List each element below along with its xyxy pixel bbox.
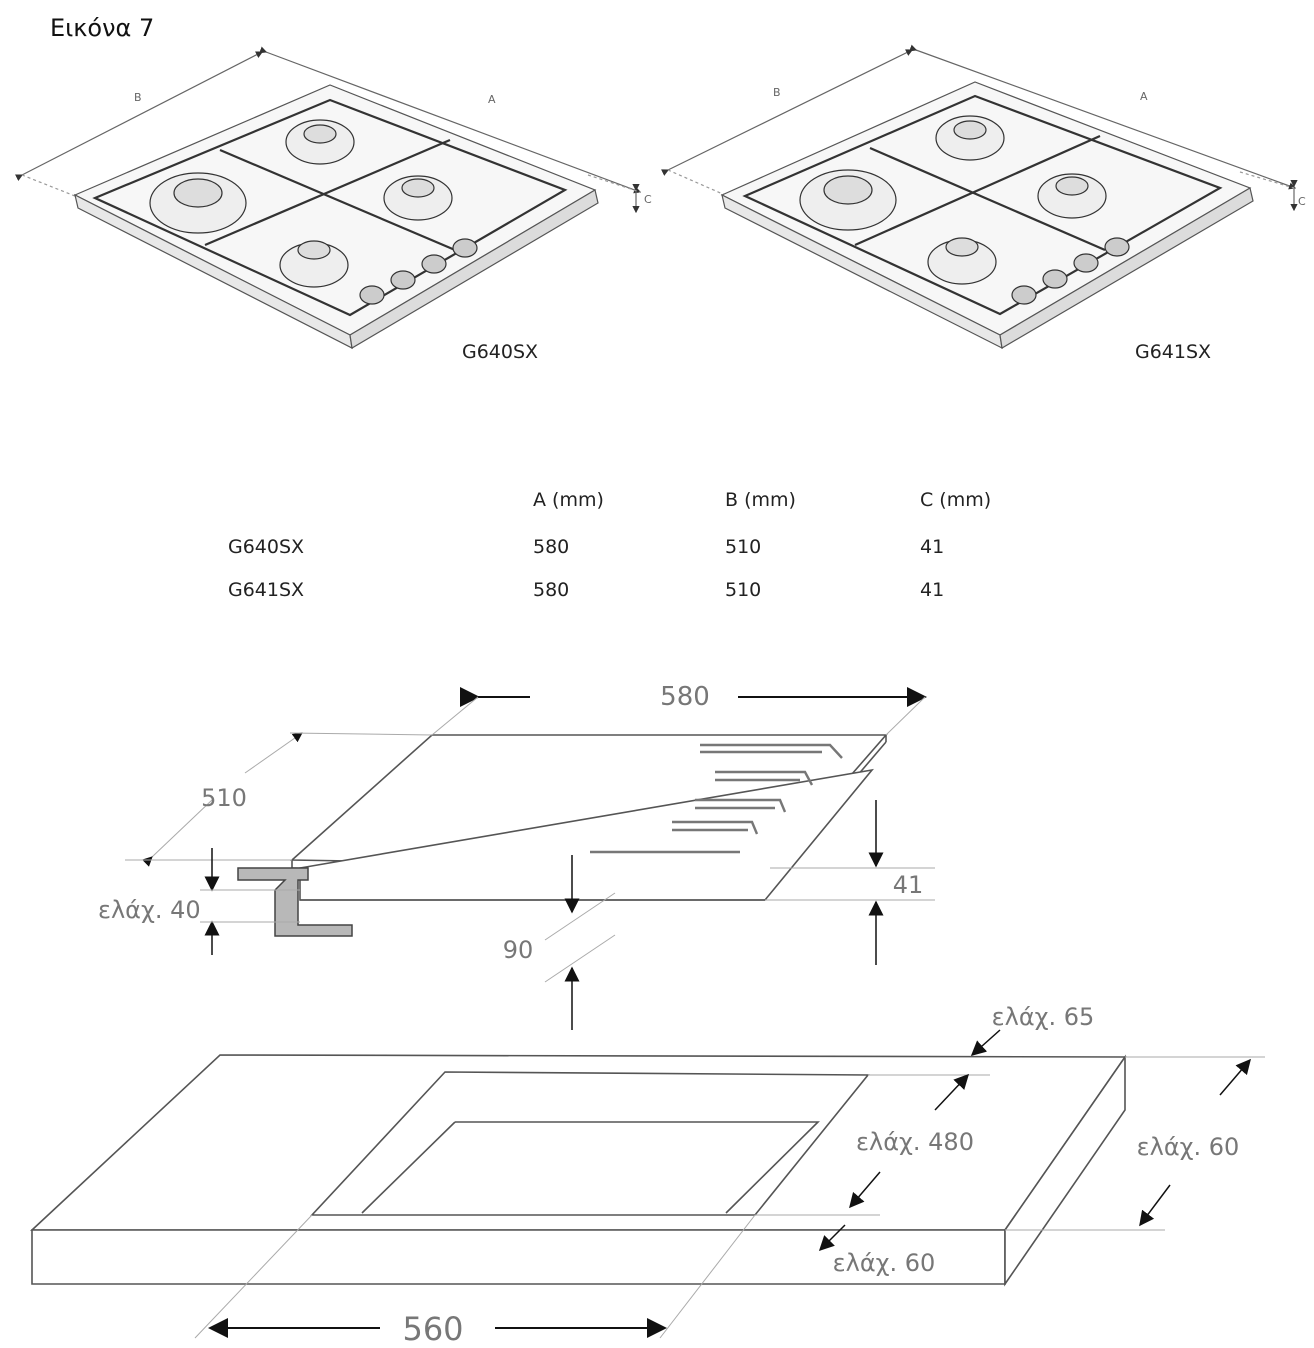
hob1-dim-b-label: B: [134, 91, 142, 104]
table-header-c: C (mm): [920, 489, 992, 511]
hob-illustration-g640sx: [15, 46, 642, 350]
dim-clearance-below: 90: [503, 936, 534, 964]
dim-min-cutout-depth: ελάχ. 480: [856, 1128, 974, 1156]
table-cell-c: 41: [920, 536, 945, 558]
dim-cutout-width: 560: [402, 1310, 463, 1348]
table-header-a: A (mm): [533, 489, 604, 511]
hob-illustration-g641sx: [661, 44, 1298, 350]
dim-min-support: ελάχ. 40: [98, 896, 201, 924]
dim-hob-width: 580: [660, 682, 710, 712]
hob1-dim-a-label: A: [488, 93, 496, 106]
hob2-dim-b-label: B: [773, 86, 781, 99]
hob2-dim-a-label: A: [1140, 90, 1148, 103]
table-cell-b: 510: [725, 536, 762, 558]
figure-title: Εικόνα 7: [50, 14, 155, 42]
table-cell-b: 510: [725, 579, 762, 601]
dim-hob-depth: 510: [201, 784, 247, 812]
table-cell-c: 41: [920, 579, 945, 601]
hob1-model-label: G640SX: [462, 341, 539, 363]
table-cell-a: 580: [533, 536, 570, 558]
dim-min-back: ελάχ. 65: [992, 1003, 1095, 1031]
dim-min-front: ελάχ. 60: [833, 1249, 936, 1277]
hob2-dim-c-label: C: [1298, 195, 1306, 208]
hob1-dim-c-label: C: [644, 193, 652, 206]
table-header-b: B (mm): [725, 489, 796, 511]
hob2-model-label: G641SX: [1135, 341, 1212, 363]
countertop: [29, 1054, 1127, 1287]
hob-outline: [289, 734, 888, 901]
support-bracket: [237, 867, 353, 937]
table-cell-a: 580: [533, 579, 570, 601]
dim-min-side: ελάχ. 60: [1137, 1133, 1240, 1161]
table-cell-model: G641SX: [228, 579, 305, 601]
table-cell-model: G640SX: [228, 536, 305, 558]
dim-hob-height: 41: [893, 871, 924, 899]
